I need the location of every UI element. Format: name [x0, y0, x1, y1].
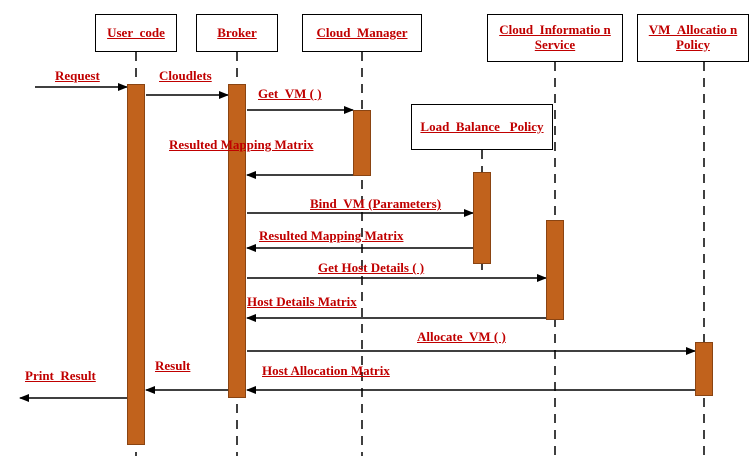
- activation-broker-activation: [228, 84, 246, 398]
- message-label-print-result: Print_Result: [25, 368, 96, 383]
- activation-vm-allocation-activation: [695, 342, 713, 396]
- message-label-cloudlets: Cloudlets: [159, 68, 212, 83]
- message-label-request: Request: [55, 68, 100, 83]
- lifeline-box-cloud-information-service: Cloud_Informatio n Service: [487, 14, 623, 62]
- message-label-result: Result: [155, 358, 191, 373]
- message-label-get-vm: Get_VM ( ): [258, 86, 322, 101]
- message-label-resulted-mapping-matrix-1: Resulted Mapping Matrix: [169, 137, 314, 152]
- activation-cloud-information-activation: [546, 220, 564, 320]
- message-label-host-details-matrix: Host Details Matrix: [247, 294, 357, 309]
- message-label-host-allocation-matrix: Host Allocation Matrix: [262, 363, 390, 378]
- message-label-allocate-vm: Allocate_VM ( ): [417, 329, 506, 344]
- activation-user-code-activation: [127, 84, 145, 445]
- activation-cloud-manager-activation: [353, 110, 371, 176]
- message-label-resulted-mapping-matrix-2: Resulted Mapping Matrix: [259, 228, 404, 243]
- message-label-get-host-details: Get Host Details ( ): [318, 260, 425, 275]
- message-arrows: [19, 83, 696, 402]
- message-label-bind-vm: Bind_VM (Parameters): [310, 196, 442, 211]
- lifeline-box-cloud-manager: Cloud_Manager: [302, 14, 422, 52]
- lifeline-box-broker: Broker: [196, 14, 278, 52]
- lifeline-box-user-code: User_code: [95, 14, 177, 52]
- activation-load-balance-activation: [473, 172, 491, 264]
- lifeline-box-load-balance-policy: Load_Balance_ Policy: [411, 104, 553, 150]
- lifeline-box-vm-allocation-policy: VM_Allocatio n Policy: [637, 14, 749, 62]
